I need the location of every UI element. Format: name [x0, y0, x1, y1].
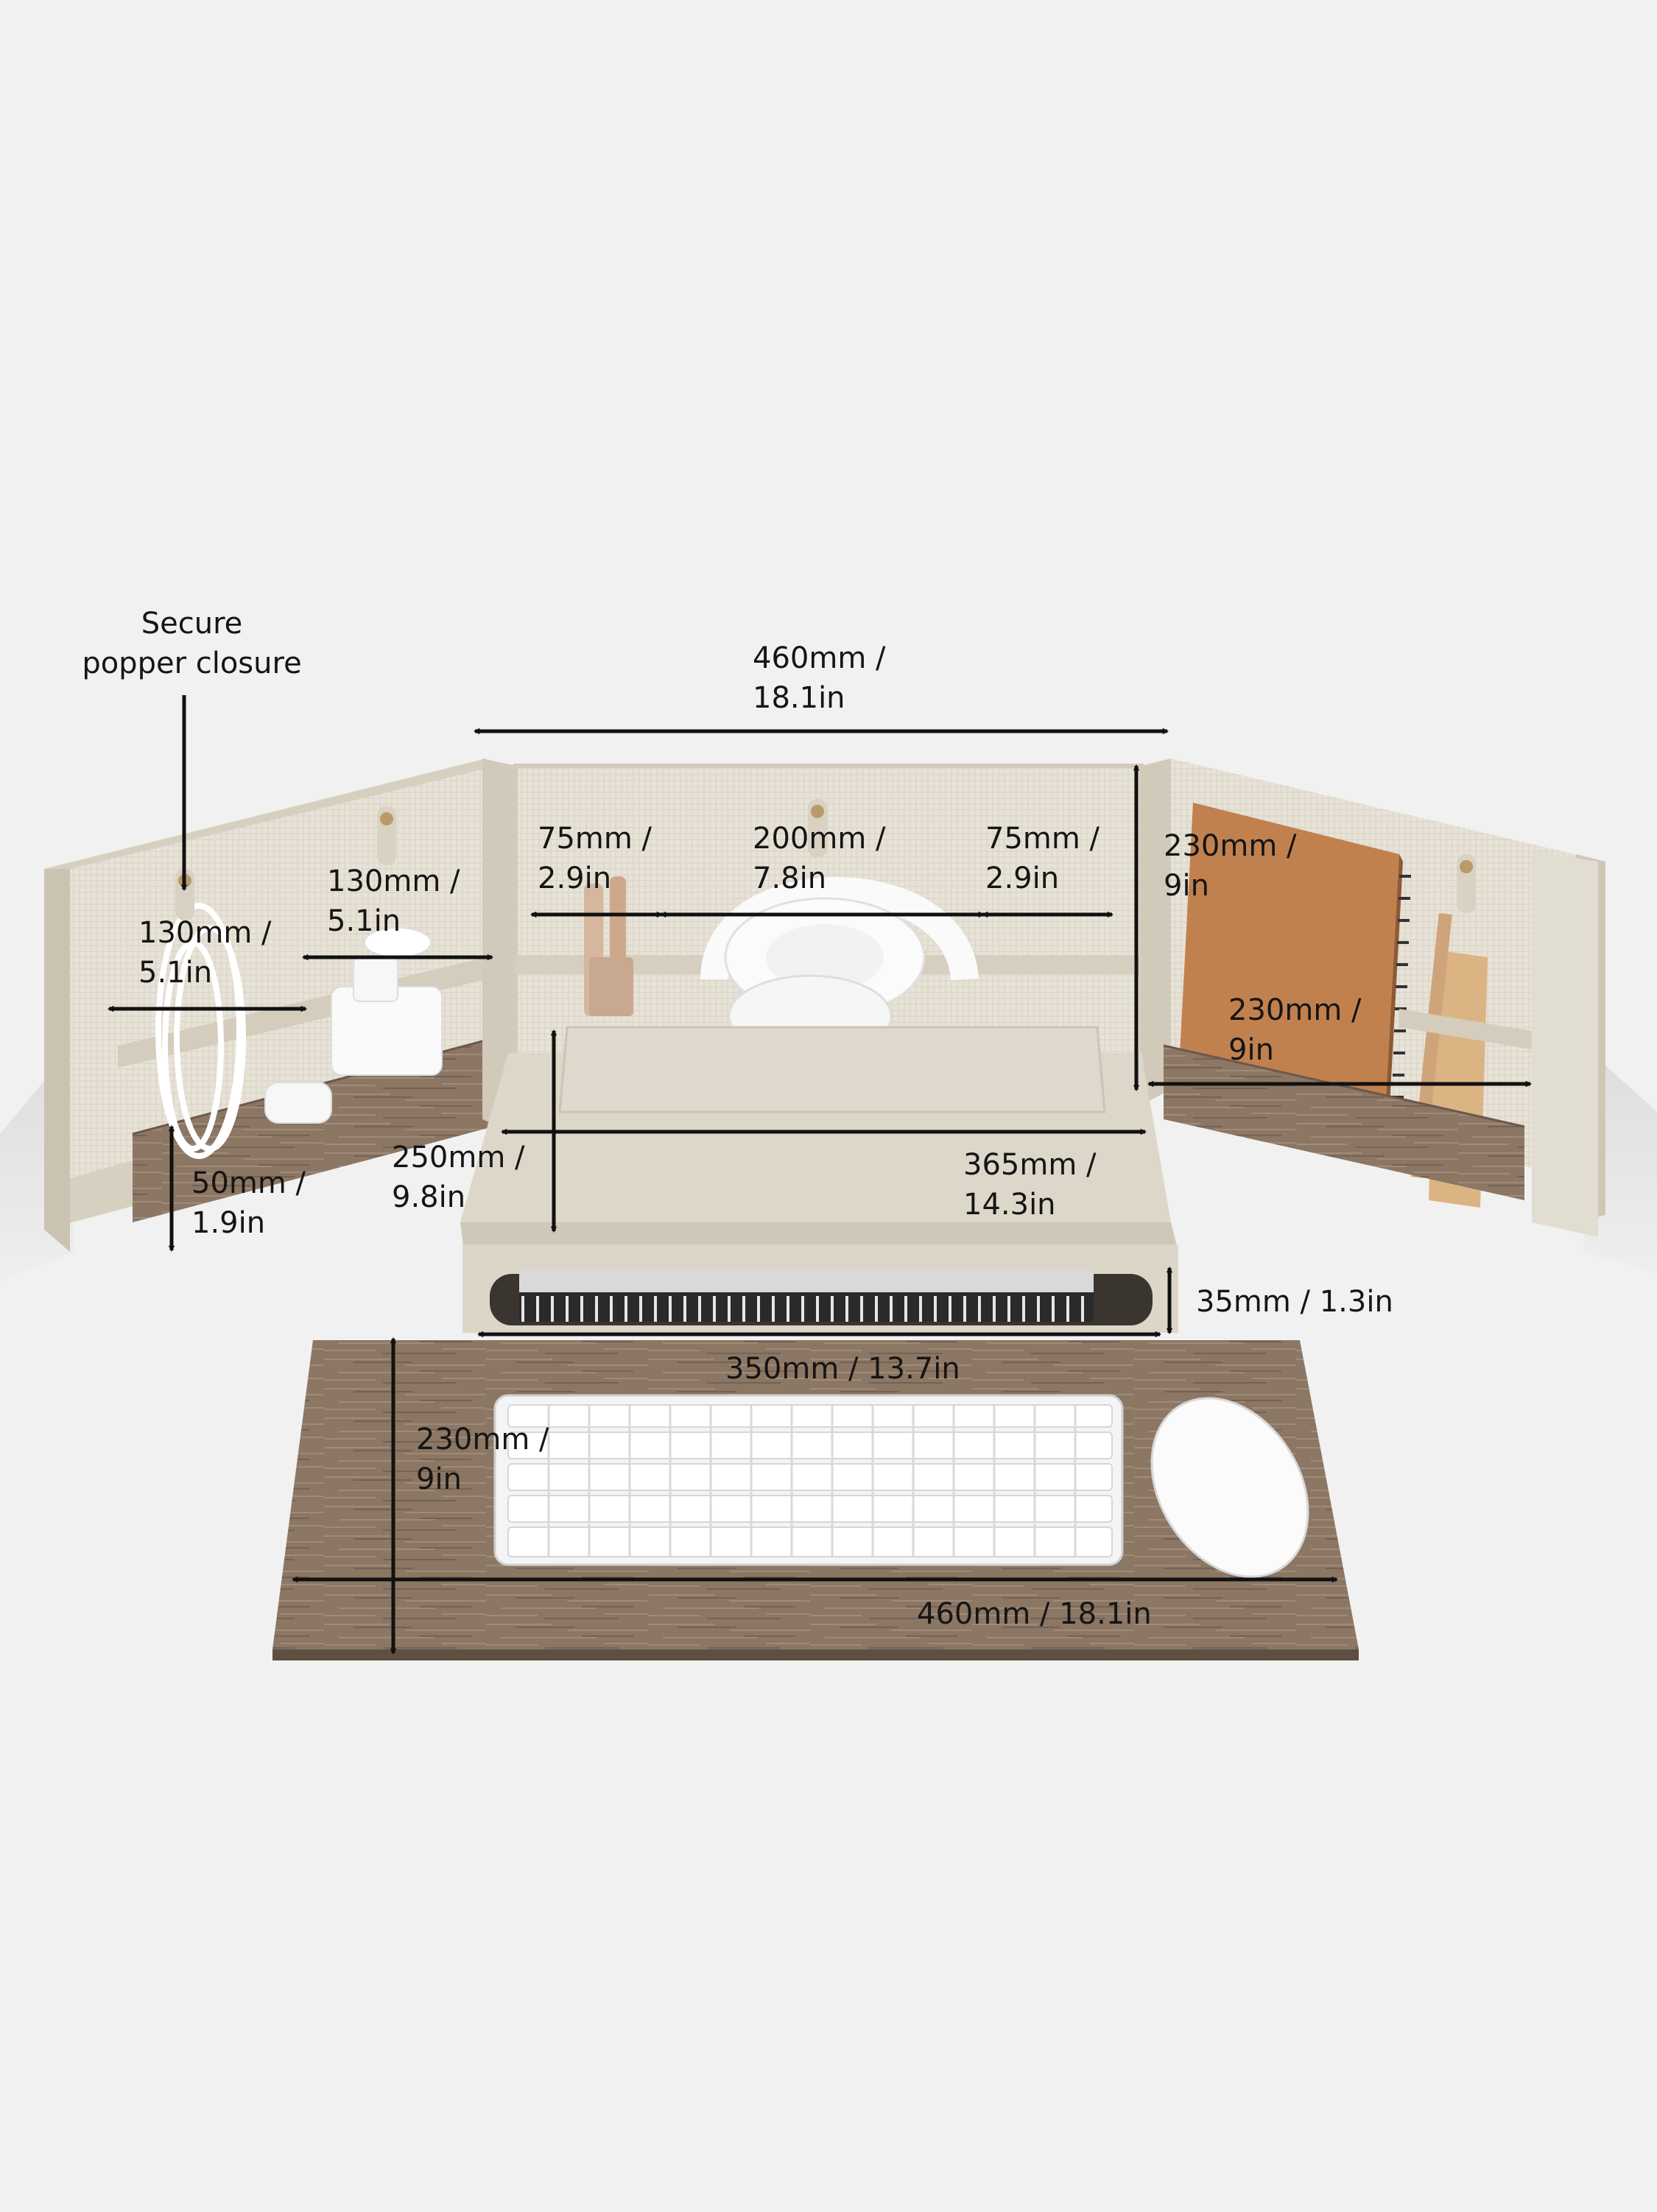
label-slot-height: 35mm / 1.3in	[1196, 1282, 1393, 1322]
cable-coil	[155, 903, 246, 1159]
label-riser-width: 365mm / 14.3in	[963, 1145, 1096, 1225]
label-center-right-strap-mm: 75mm /	[985, 822, 1100, 856]
label-top-width: 460mm / 18.1in	[753, 638, 885, 718]
label-left-strap-width-mm: 130mm /	[327, 864, 460, 898]
label-left-pocket-width-in: 5.1in	[138, 956, 213, 990]
label-right-pocket-width-mm: 230mm /	[1228, 993, 1362, 1027]
label-pocket-height-mm: 50mm /	[191, 1166, 306, 1200]
label-riser-depth: 250mm / 9.8in	[392, 1138, 524, 1217]
label-center-left-strap-in: 2.9in	[538, 862, 612, 895]
laptop-riser	[460, 1026, 1178, 1333]
label-center-middle-strap: 200mm / 7.8in	[753, 819, 885, 898]
popper-closure-callout: Secure popper closure	[72, 604, 312, 683]
label-center-middle-strap-in: 7.8in	[753, 862, 827, 895]
label-center-left-strap: 75mm / 2.9in	[538, 819, 652, 898]
dimension-arrows	[107, 695, 1533, 1655]
label-left-pocket-width: 130mm / 5.1in	[138, 913, 271, 993]
label-top-width-mm: 460mm /	[753, 641, 886, 675]
label-panel-height-in: 9in	[1164, 869, 1209, 903]
mouse	[1150, 1397, 1309, 1578]
label-slot-width-text: 350mm / 13.7in	[725, 1352, 960, 1386]
label-slot-height-text: 35mm / 1.3in	[1196, 1285, 1393, 1319]
label-riser-depth-in: 9.8in	[392, 1180, 466, 1214]
label-center-middle-strap-mm: 200mm /	[753, 822, 886, 856]
label-left-strap-width-in: 5.1in	[327, 904, 401, 938]
keyboard	[493, 1394, 1124, 1566]
label-mat-depth-in: 9in	[416, 1462, 462, 1496]
callout-line-1: Secure	[141, 607, 243, 641]
label-panel-height-mm: 230mm /	[1164, 829, 1297, 863]
label-pocket-height-in: 1.9in	[191, 1206, 266, 1240]
label-riser-depth-mm: 250mm /	[392, 1141, 525, 1174]
label-panel-height: 230mm / 9in	[1164, 826, 1296, 906]
left-panel	[44, 758, 494, 1252]
label-mat-depth: 230mm / 9in	[416, 1420, 549, 1499]
label-left-strap-width: 130mm / 5.1in	[327, 862, 460, 941]
label-top-width-in: 18.1in	[753, 681, 845, 715]
label-pocket-height: 50mm / 1.9in	[191, 1163, 306, 1243]
label-right-pocket-width-in: 9in	[1228, 1033, 1274, 1067]
charger-block	[264, 927, 443, 1124]
label-riser-width-in: 14.3in	[963, 1188, 1056, 1222]
stored-notebooks	[519, 1270, 1094, 1322]
label-mat-width: 460mm / 18.1in	[917, 1594, 1152, 1634]
right-panel	[1141, 758, 1605, 1237]
label-center-right-strap-in: 2.9in	[985, 862, 1060, 895]
notebook	[1178, 803, 1411, 1134]
label-mat-width-text: 460mm / 18.1in	[917, 1597, 1152, 1631]
desk-mat	[272, 1340, 1359, 1660]
label-center-left-strap-mm: 75mm /	[538, 822, 652, 856]
label-mat-depth-mm: 230mm /	[416, 1423, 549, 1457]
label-slot-width: 350mm / 13.7in	[725, 1349, 960, 1389]
label-left-pocket-width-mm: 130mm /	[138, 916, 272, 950]
label-right-pocket-width: 230mm / 9in	[1228, 990, 1361, 1070]
callout-line-2: popper closure	[82, 647, 302, 680]
riser-flap	[558, 1026, 1106, 1113]
label-riser-width-mm: 365mm /	[963, 1148, 1097, 1182]
label-center-right-strap: 75mm / 2.9in	[985, 819, 1100, 898]
